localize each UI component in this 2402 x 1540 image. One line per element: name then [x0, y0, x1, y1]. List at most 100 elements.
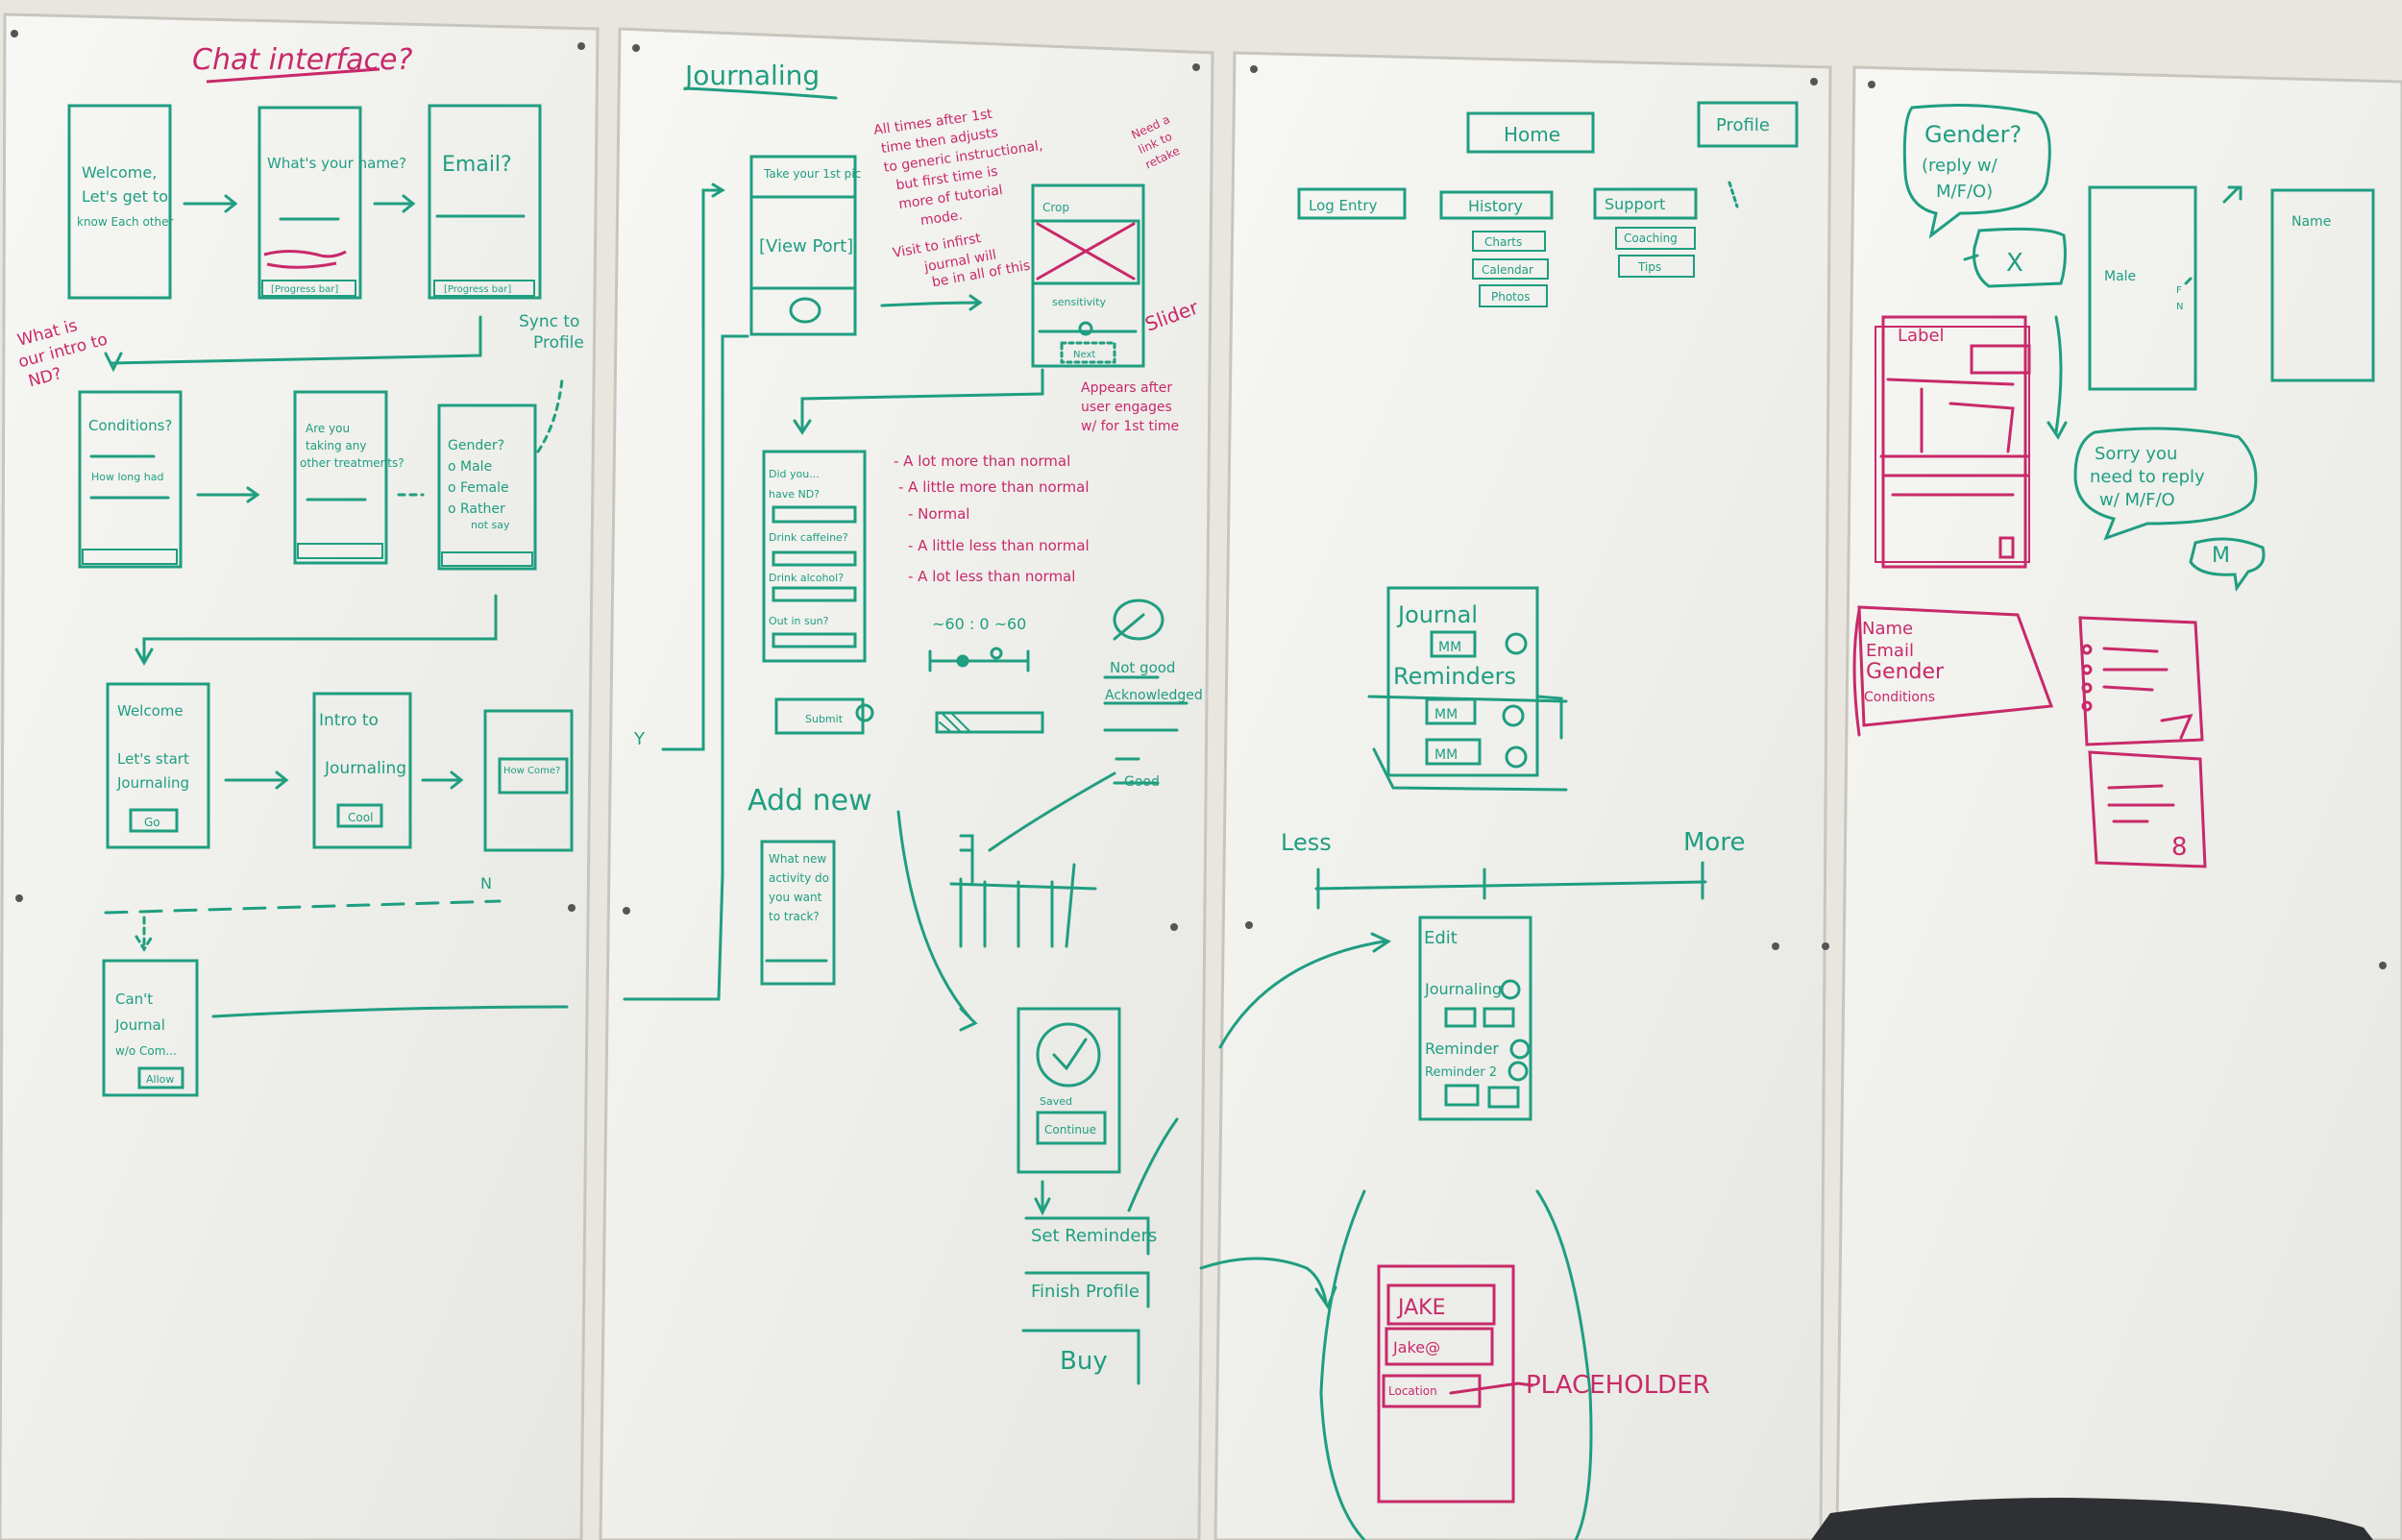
- label-text: Label: [1898, 326, 1945, 346]
- whiteboard-panel-2: [599, 27, 1214, 1540]
- sensitivity-label: sensitivity: [1052, 296, 1107, 308]
- conditions-screen-text: Conditions? How long had: [88, 417, 177, 483]
- less-label: Less: [1281, 829, 1332, 856]
- intro-screen-text: Welcome, Let's get to know Each other: [77, 163, 174, 229]
- mm-label: MM: [1434, 747, 1458, 763]
- history-label: History: [1468, 197, 1523, 215]
- wireframe-screen: [78, 390, 183, 569]
- wireframe-screen: [2088, 185, 2197, 391]
- intro-journal-screen-text: Intro to Journaling: [319, 711, 406, 778]
- wireframe-screen: [483, 709, 574, 852]
- gender-screen-text: Gender? o Male o Female o Rather not say: [448, 438, 513, 531]
- add-new-screen-text: What new activity do you want to track?: [769, 852, 833, 923]
- wireframe-screen: [106, 682, 210, 849]
- page-title: Chat interface?: [192, 43, 412, 77]
- email-screen-text: Email?: [442, 153, 512, 177]
- next-button-label: Next: [1073, 350, 1095, 360]
- reply-m: M: [2212, 544, 2230, 568]
- support-submenu: Coaching Tips: [1624, 232, 1681, 274]
- gender-question-bubble: Gender? (reply w/ M/F/O): [1922, 121, 2027, 202]
- wireframe-screen: [762, 450, 867, 663]
- wireframe-screen: [102, 959, 199, 1097]
- cool-button-label: Cool: [348, 811, 373, 824]
- phone-left-text: Male F N: [2104, 269, 2186, 312]
- panel-3-text: Home Profile Log Entry History Support C…: [1281, 115, 1770, 1400]
- buy-label: Buy: [1060, 1347, 1108, 1376]
- add-new-heading: Add new: [748, 784, 872, 818]
- wireframe-screen: [437, 403, 537, 571]
- chat-bubble: [2189, 537, 2266, 592]
- reminders-label: Reminders: [1393, 663, 1516, 690]
- support-label: Support: [1605, 195, 1665, 213]
- mm-label: MM: [1438, 640, 1461, 655]
- wireframe-screen: [257, 106, 362, 300]
- finish-profile-label: Finish Profile: [1031, 1282, 1140, 1302]
- log-entry-label: Log Entry: [1309, 197, 1378, 214]
- placeholder-label: PLACEHOLDER: [1526, 1371, 1710, 1400]
- wireframe-screen: [760, 840, 836, 986]
- panel-1-text: Chat interface? Welcome, Let's get to kn…: [15, 43, 585, 1086]
- note-link: Need a link to retake: [1129, 110, 1189, 171]
- continue-button-label: Continue: [1044, 1123, 1096, 1137]
- chat-bubble: [1902, 104, 2051, 239]
- section-title: Journaling: [683, 60, 820, 91]
- welcome-screen-text: Welcome Let's start Journaling: [116, 702, 194, 792]
- cant-journal-screen-text: Can't Journal w/o Com...: [114, 990, 177, 1058]
- mm-label: MM: [1434, 707, 1458, 722]
- set-reminders-label: Set Reminders: [1031, 1226, 1157, 1246]
- n-label: N: [480, 874, 492, 892]
- wireframe-screen: [2270, 188, 2375, 382]
- panel-2-sketches: [623, 86, 1189, 1385]
- panel-1-progress-bars: [82, 280, 535, 567]
- how-come-label: How Come?: [503, 766, 560, 776]
- home-label: Home: [1504, 123, 1560, 146]
- acknowledged-label: Acknowledged: [1105, 688, 1203, 703]
- appears-note: Appears after user engages w/ for 1st ti…: [1081, 380, 1179, 434]
- name-screen-text: What's your name?: [267, 155, 406, 172]
- answer-options: - A lot more than normal - A little more…: [894, 452, 1093, 585]
- phone-right-text: Name: [2292, 214, 2331, 230]
- edit-items: Journaling Reminder Reminder 2: [1424, 980, 1507, 1080]
- journal-label: Journal: [1396, 601, 1478, 628]
- badge-count: 8: [2171, 833, 2188, 862]
- chat-bubble: [2073, 427, 2258, 541]
- progress-label: [Progress bar]: [444, 284, 511, 295]
- profile-placeholder-sketch: [1377, 1264, 1534, 1503]
- y-label: Y: [633, 729, 646, 749]
- more-label: More: [1683, 828, 1745, 857]
- wireframe-screen: [749, 155, 857, 336]
- progress-label: [Progress bar]: [271, 284, 338, 295]
- email-field-value: Jake@: [1392, 1338, 1440, 1357]
- profile-list: Name Email Gender Conditions: [1862, 619, 1949, 705]
- scale-label: ~60 : 0 ~60: [932, 615, 1026, 633]
- chair: [1811, 1498, 2373, 1540]
- mounting-screws: [11, 30, 2387, 969]
- panel-4-sketches: [1902, 104, 2375, 592]
- panel-4-text: Gender? (reply w/ M/F/O) X Sorry you nee…: [1862, 121, 2331, 862]
- sync-note: Sync to Profile: [519, 312, 585, 353]
- view-port-label: [View Port]: [759, 236, 853, 257]
- history-submenu: Charts Calendar Photos: [1482, 235, 1537, 304]
- location-field-value: Location: [1388, 1384, 1437, 1398]
- panel-1-sketches: [67, 104, 574, 1097]
- panel-4-pink-sketches: [1852, 315, 2207, 868]
- panel-3-sketches: [1199, 101, 1799, 1540]
- whiteboard-panel-1: [0, 12, 600, 1540]
- wireframe-screen: [67, 104, 172, 300]
- allow-button-label: Allow: [146, 1073, 174, 1086]
- form-screen-text: Did you... have ND? Drink caffeine? Drin…: [769, 468, 851, 725]
- good-label: Good: [1124, 774, 1160, 790]
- not-good-label: Not good: [1110, 659, 1175, 676]
- reply-x: X: [2006, 249, 2023, 278]
- go-button-label: Go: [144, 816, 160, 829]
- wireframe-screen: [1017, 1007, 1121, 1174]
- profile-label: Profile: [1716, 115, 1770, 135]
- sorry-bubble: Sorry you need to reply w/ M/F/O: [2090, 444, 2210, 510]
- edit-label: Edit: [1424, 928, 1458, 948]
- name-field-value: JAKE: [1396, 1296, 1445, 1320]
- wireframe-screen: [428, 104, 542, 300]
- wireframe-screen: [312, 692, 412, 849]
- saved-label: Saved: [1040, 1095, 1072, 1108]
- scribble: [263, 250, 347, 269]
